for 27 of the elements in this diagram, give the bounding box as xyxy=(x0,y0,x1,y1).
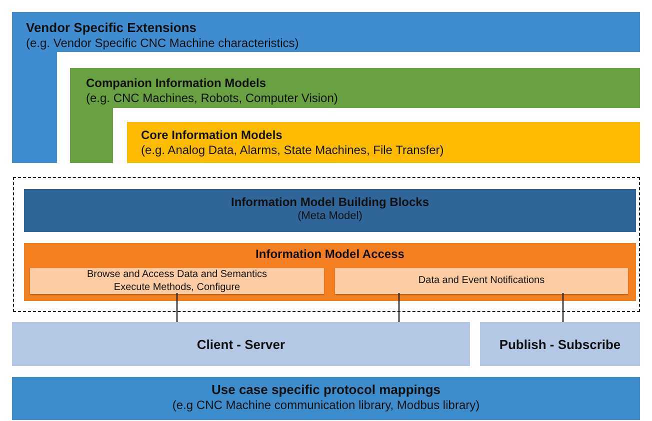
connector-line xyxy=(398,293,400,322)
layer-title: Information Model Building Blocks xyxy=(230,195,430,210)
connector-line xyxy=(176,293,178,322)
layer-title: Publish - Subscribe xyxy=(498,337,622,354)
layer-title: Information Model Access xyxy=(254,247,406,262)
layer-title: Use case specific protocol mappings xyxy=(210,382,442,398)
layer-description: (e.g. Analog Data, Alarms, State Machines, File Transfer) xyxy=(141,143,444,158)
layer-title: Companion Information Models xyxy=(86,76,266,91)
layer-band xyxy=(480,322,640,366)
layer-band xyxy=(24,189,636,232)
function-box xyxy=(30,268,324,294)
box-label: Data and Event Notifications xyxy=(417,275,546,288)
dashed-frame xyxy=(13,177,640,312)
layer-description: (e.g CNC Machine communication library, Modbus library) xyxy=(171,398,481,414)
layer-band xyxy=(12,377,640,420)
function-box xyxy=(335,268,628,294)
layer-title: Core Information Models xyxy=(141,128,282,143)
layer-band xyxy=(12,322,470,366)
layer-band xyxy=(127,122,640,163)
layer-band xyxy=(24,243,636,301)
layer-description: (e.g. CNC Machines, Robots, Computer Vision) xyxy=(86,91,338,106)
layer-title: Client - Server xyxy=(196,337,286,354)
layer-description: (e.g. Vendor Specific CNC Machine characteristics) xyxy=(26,36,299,52)
box-label: Browse and Access Data and Semantics Execute Methods, Configure xyxy=(86,269,268,294)
layer-description: (Meta Model) xyxy=(296,210,364,224)
connector-line xyxy=(562,293,564,322)
layer-title: Vendor Specific Extensions xyxy=(26,20,196,36)
